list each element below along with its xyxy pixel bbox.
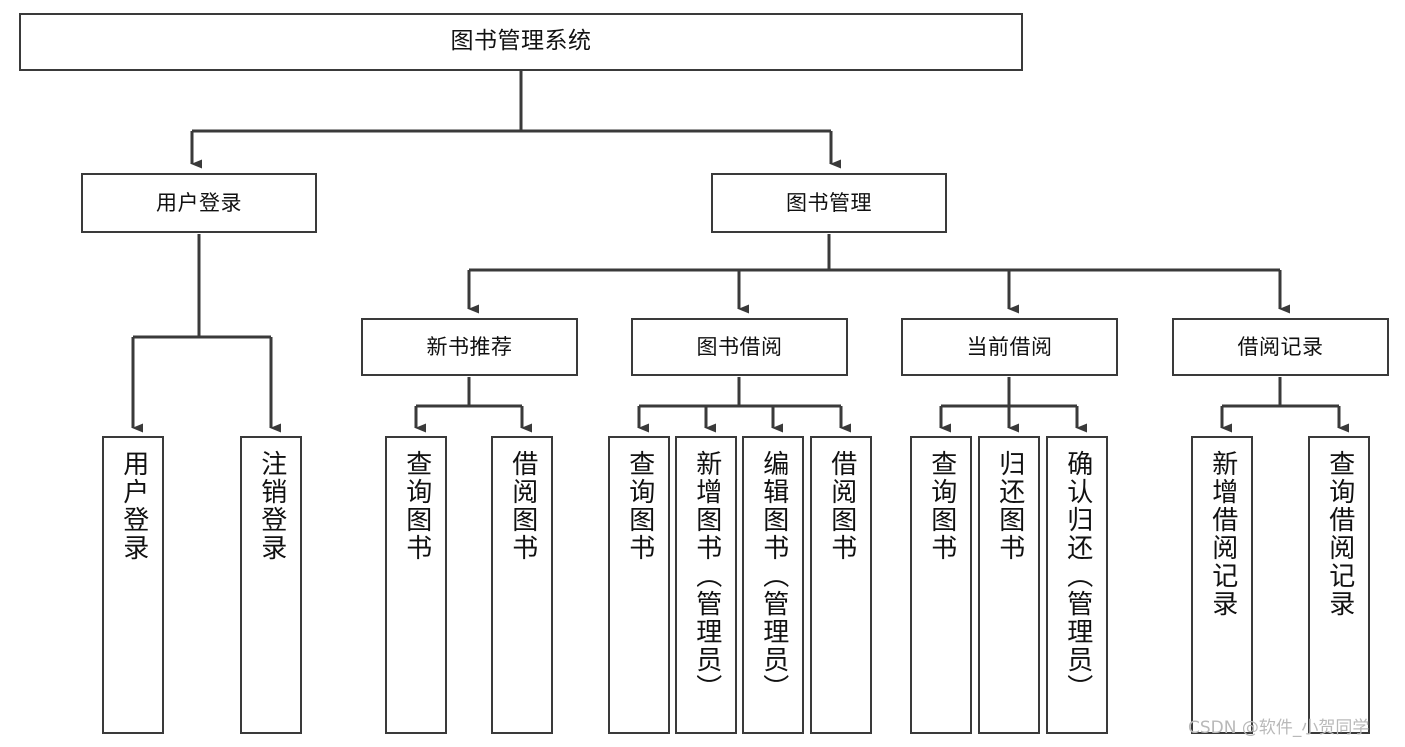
node-leaf-return-book[interactable]: 归还图书 [978,436,1040,734]
node-leaf-add-book[interactable]: 新增图书（管理员） [675,436,737,734]
node-leaf-query-record[interactable]: 查询借阅记录 [1308,436,1370,734]
node-leaf-query-book-1[interactable]: 查询图书 [385,436,447,734]
node-label: 借阅记录 [1237,334,1324,359]
node-label: 查询图书 [624,450,655,562]
node-label: 借阅图书 [507,450,538,562]
node-label: 查询图书 [926,450,957,562]
node-label: 图书管理系统 [450,28,592,55]
node-label: 借阅图书 [826,450,857,562]
node-root-system[interactable]: 图书管理系统 [19,13,1023,71]
node-leaf-user-login[interactable]: 用户登录 [102,436,164,734]
node-leaf-confirm-return[interactable]: 确认归还（管理员） [1046,436,1108,734]
node-label: 当前借阅 [966,334,1053,359]
node-label: 注销登录 [256,450,287,562]
node-label: 编辑图书（管理员） [758,450,789,702]
node-user-login[interactable]: 用户登录 [81,173,317,233]
node-label: 新书推荐 [426,334,513,359]
node-leaf-borrow-book-2[interactable]: 借阅图书 [810,436,872,734]
node-leaf-query-book-3[interactable]: 查询图书 [910,436,972,734]
node-label: 用户登录 [156,190,242,215]
node-leaf-add-record[interactable]: 新增借阅记录 [1191,436,1253,734]
node-leaf-edit-book[interactable]: 编辑图书（管理员） [742,436,804,734]
node-book-manage[interactable]: 图书管理 [711,173,947,233]
node-label: 查询借阅记录 [1324,450,1355,618]
node-leaf-query-book-2[interactable]: 查询图书 [608,436,670,734]
node-label: 新增借阅记录 [1207,450,1238,618]
node-current-borrow[interactable]: 当前借阅 [901,318,1118,376]
node-new-book-recommend[interactable]: 新书推荐 [361,318,578,376]
node-label: 用户登录 [118,450,149,562]
node-label: 新增图书（管理员） [691,450,722,702]
node-label: 图书借阅 [696,334,783,359]
node-leaf-logout-login[interactable]: 注销登录 [240,436,302,734]
node-label: 查询图书 [401,450,432,562]
node-label: 确认归还（管理员） [1062,450,1093,702]
node-borrow-record[interactable]: 借阅记录 [1172,318,1389,376]
node-leaf-borrow-book-1[interactable]: 借阅图书 [491,436,553,734]
node-label: 图书管理 [786,190,872,215]
node-label: 归还图书 [994,450,1025,562]
node-book-borrow[interactable]: 图书借阅 [631,318,848,376]
csdn-watermark: CSDN @软件_小贺同学 [1188,718,1370,738]
